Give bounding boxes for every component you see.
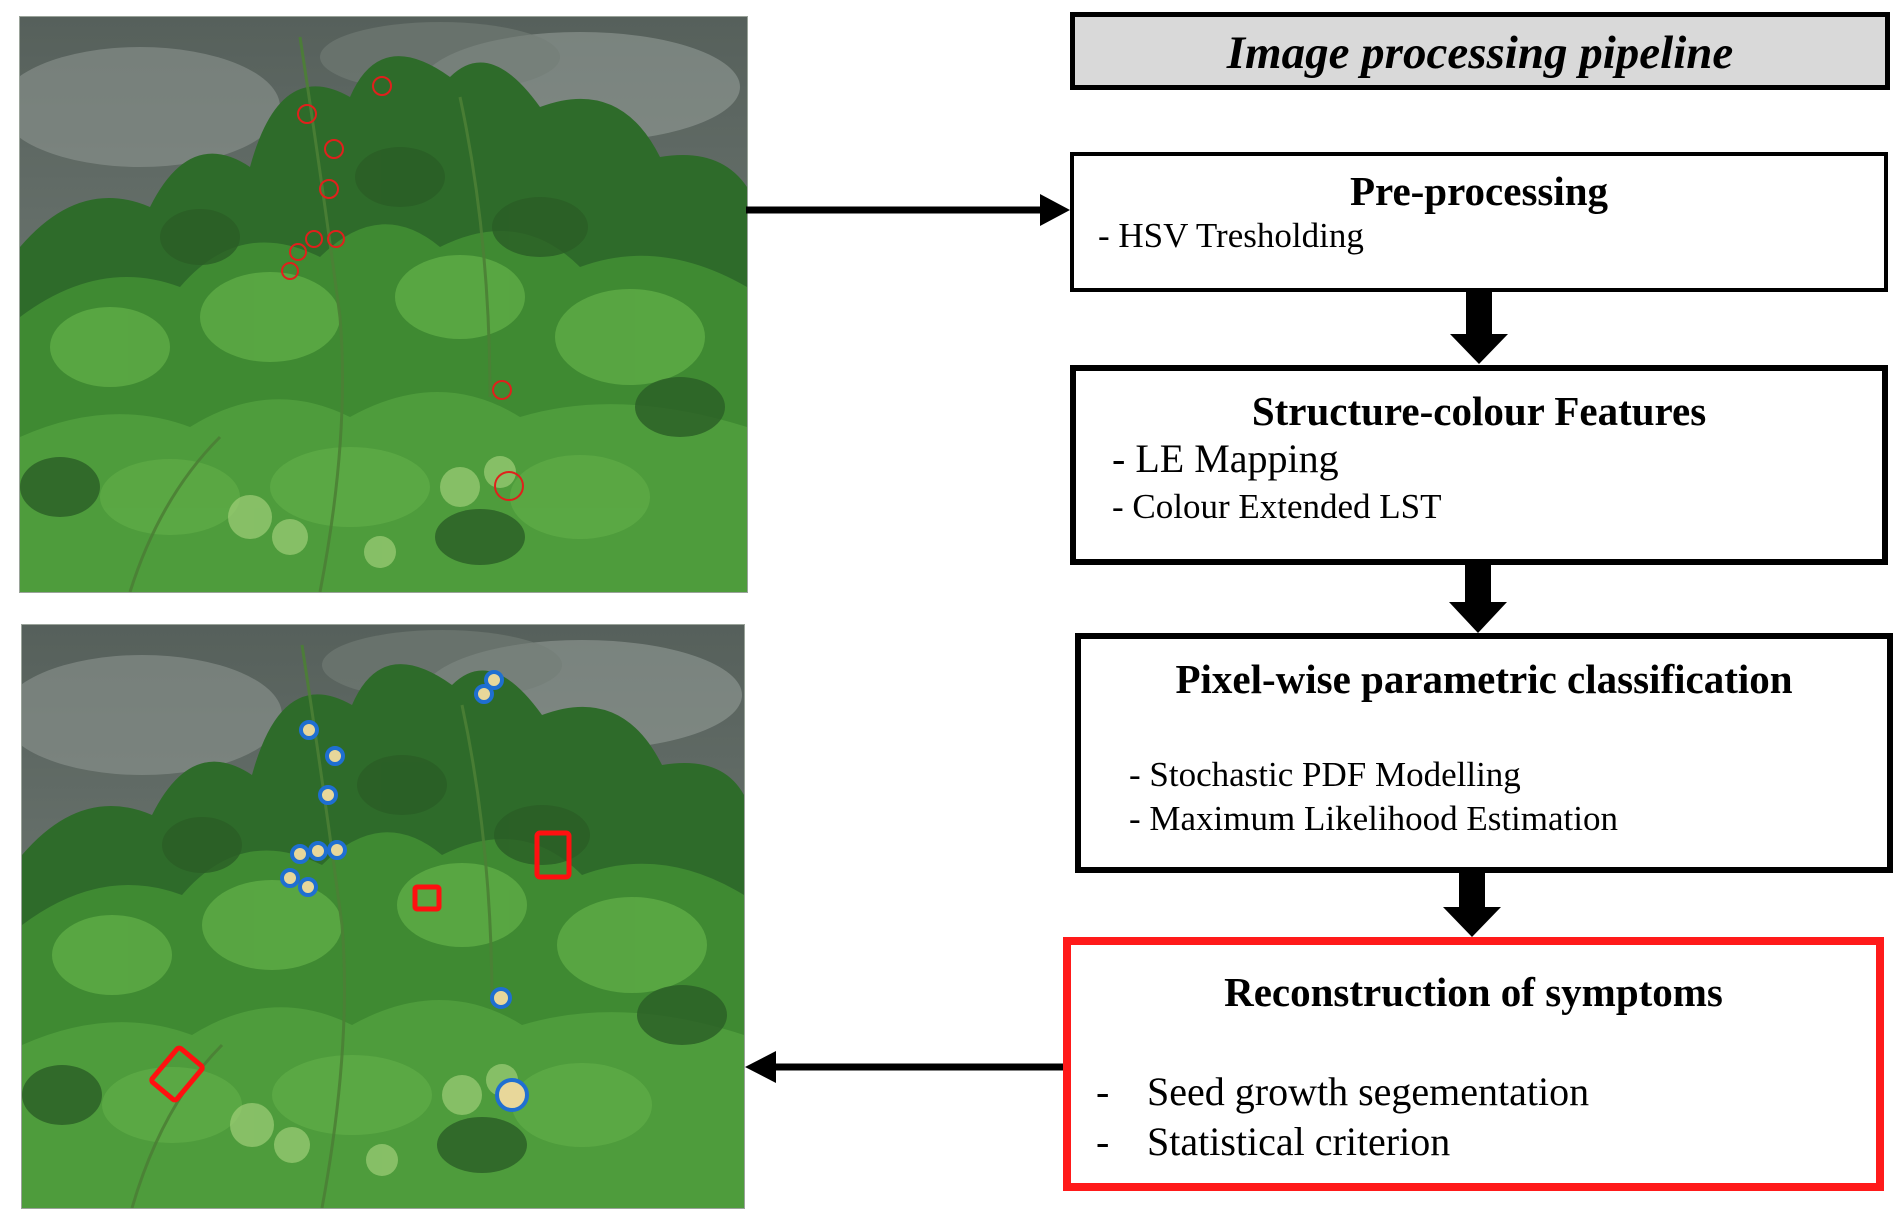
stage-features-box: Structure-colour Features - LE Mapping -… xyxy=(1070,365,1888,565)
stage-features-item-le: - LE Mapping xyxy=(1112,436,1339,481)
stage-preprocessing-item: - HSV Tresholding xyxy=(1098,216,1364,255)
stage-reconstruction-item-seed: Seed growth segementation xyxy=(1147,1069,1590,1114)
pipeline-title: Image processing pipeline xyxy=(1226,27,1734,79)
arrow-classification-to-reconstruction xyxy=(1443,873,1501,937)
stage-reconstruction-title: Reconstruction of symptoms xyxy=(1224,969,1723,1015)
arrow-features-to-classification xyxy=(1449,565,1507,633)
arrow-input-to-preprocessing xyxy=(746,194,1070,226)
pipeline-header: Image processing pipeline xyxy=(1070,12,1890,90)
stage-reconstruction-bullet-1: - xyxy=(1096,1069,1110,1114)
stage-features-item-lst: - Colour Extended LST xyxy=(1112,487,1442,526)
stage-reconstruction-box: Reconstruction of symptoms - Seed growth… xyxy=(1063,937,1884,1191)
result-vine-image xyxy=(21,624,745,1209)
stage-reconstruction-bullet-2: - xyxy=(1096,1119,1110,1164)
stage-reconstruction-item-stat: Statistical criterion xyxy=(1147,1119,1451,1164)
stage-classification-item-pdf: - Stochastic PDF Modelling xyxy=(1129,755,1521,794)
stage-classification-item-mle: - Maximum Likelihood Estimation xyxy=(1129,799,1618,838)
input-vine-image xyxy=(19,16,748,593)
stage-classification-title: Pixel-wise parametric classification xyxy=(1175,656,1793,702)
stage-preprocessing-box: Pre-processing - HSV Tresholding xyxy=(1070,152,1888,292)
stage-classification-box: Pixel-wise parametric classification - S… xyxy=(1075,633,1893,873)
arrow-reconstruction-to-result xyxy=(745,1051,1063,1083)
arrow-preprocessing-to-features xyxy=(1450,292,1508,364)
stage-features-title: Structure-colour Features xyxy=(1251,388,1707,434)
stage-preprocessing-title: Pre-processing xyxy=(1349,168,1609,214)
